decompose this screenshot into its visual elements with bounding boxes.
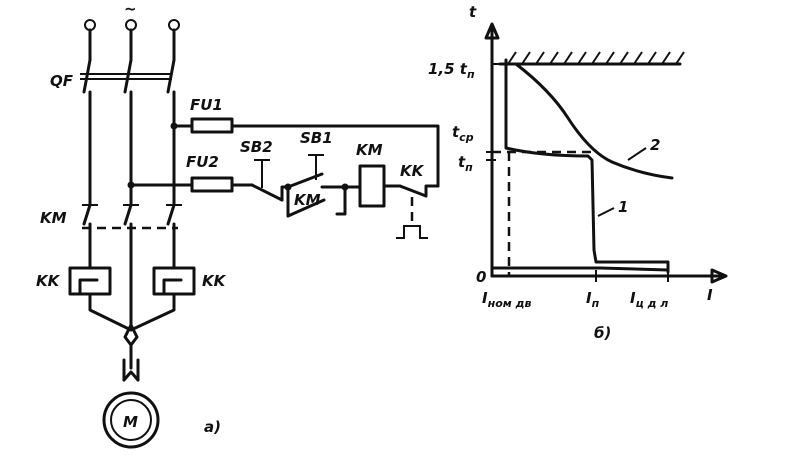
kk-heater-left <box>68 266 112 296</box>
kk-left-label: KK <box>36 272 61 290</box>
zero-label: 0 <box>476 268 486 286</box>
tick-tp: tп <box>458 153 473 174</box>
qf-mechanical-link <box>80 73 172 80</box>
fu2-fuse <box>190 176 234 193</box>
fu1-label: FU1 <box>190 96 223 114</box>
sb2-stop-button <box>250 159 284 202</box>
curve-2-label: 2 <box>650 136 660 154</box>
fu1-fuse <box>190 117 234 134</box>
i-axis-label: I <box>707 286 713 304</box>
control-circuit: FU1 FU2 SB2 SB1 KM KM <box>129 96 440 239</box>
km-coil <box>358 164 386 208</box>
supply-symbol: ~ <box>124 0 137 18</box>
km-coil-label: KM <box>356 141 383 159</box>
km-main-label: KM <box>40 209 67 227</box>
power-circuit: ~ QF KM KK KK <box>36 0 227 449</box>
qf-label: QF <box>50 72 74 90</box>
t-axis-label: t <box>469 3 477 21</box>
motor: M <box>102 391 160 449</box>
kk-right-label: KK <box>202 272 227 290</box>
sb1-label: SB1 <box>300 129 333 147</box>
tick-inom: Iном дв <box>482 289 531 310</box>
km-main-contacts <box>82 203 176 226</box>
qf-breaker-contacts <box>82 58 176 94</box>
tick-icut: Iц д л <box>630 289 668 310</box>
motor-label: M <box>123 413 138 431</box>
tick-1-5tp: 1,5 tп <box>428 60 475 81</box>
kk-heater-right <box>152 266 196 296</box>
fu2-label: FU2 <box>186 153 219 171</box>
sb1-start-button <box>286 154 324 189</box>
curve-1 <box>504 58 670 274</box>
kk-contact-label: KK <box>400 162 425 180</box>
curve-1-label: 1 <box>618 198 628 216</box>
kk-contact <box>396 184 440 239</box>
sb2-label: SB2 <box>240 138 273 156</box>
tick-tcp: tср <box>452 123 474 144</box>
tick-ip: Iп <box>586 289 600 310</box>
km-holding-contact <box>286 198 326 218</box>
circuit-caption: а) <box>204 418 221 436</box>
graph-caption: б) <box>594 324 611 342</box>
km-holding-label: KM <box>294 191 321 209</box>
curve-2 <box>514 62 674 180</box>
characteristic-graph: t I 0 1,5 tп tср tп 1 2 Iном дв Iп Iц д … <box>428 3 728 342</box>
